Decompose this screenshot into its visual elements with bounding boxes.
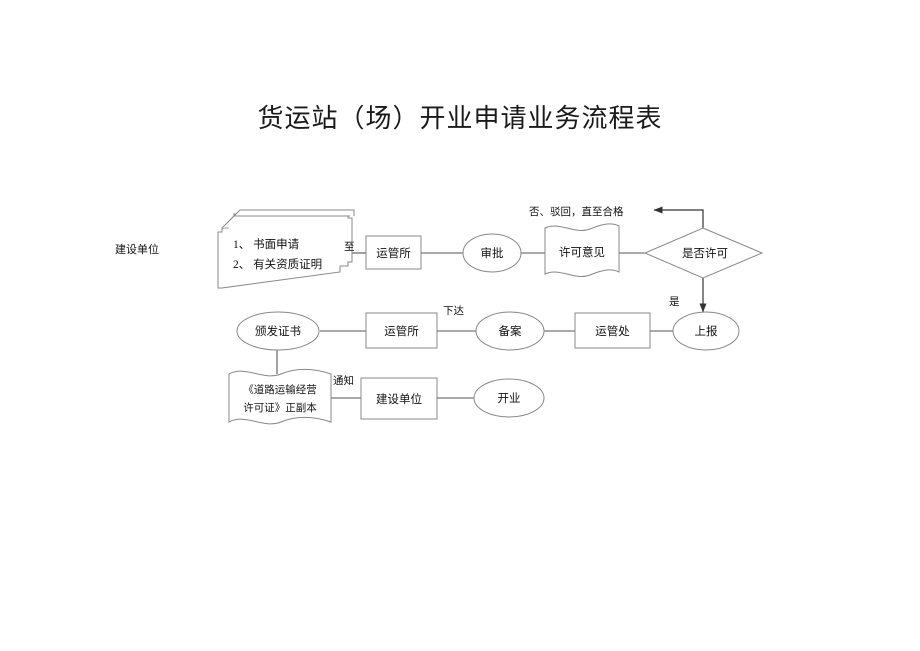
page-title: 货运站（场）开业申请业务流程表 (257, 104, 663, 133)
xukeyijian-label: 许可意见 (559, 245, 605, 259)
banfazhengshu-label: 颁发证书 (255, 324, 301, 338)
yunguanchu-label: 运管处 (595, 324, 630, 338)
shenpi-ellipse (462, 233, 522, 273)
swimlane-label-jianshedanwei: 建设单位 (115, 242, 159, 256)
edge-label-yes: 是 (669, 296, 680, 308)
apply-documents-stack-mid (221, 215, 350, 229)
node-beian[interactable]: 备案 (475, 311, 545, 351)
apply-documents-line-1: 1、 书面申请 (233, 238, 300, 251)
node-shenpi[interactable]: 审批 (462, 233, 522, 273)
node-license-banner[interactable]: 《道路运输经营 许可证》正副本 (228, 369, 332, 425)
license-banner-line-1: 《道路运输经营 (243, 383, 317, 396)
shenpi-label: 审批 (481, 246, 504, 260)
kaiye-label: 开业 (498, 392, 521, 405)
jianshedanwei-row3-box (360, 377, 438, 420)
node-shangbao[interactable]: 上报 (672, 311, 740, 351)
node-shifouxuke[interactable]: 是否许可 (643, 227, 764, 279)
yunguansuo-row1-box (365, 235, 422, 270)
beian-ellipse (475, 311, 545, 351)
beian-label: 备案 (499, 324, 522, 338)
yunguansuo-row1-label: 运管所 (376, 246, 411, 260)
license-banner-line-2: 许可证》正副本 (243, 401, 317, 414)
node-yunguanchu[interactable]: 运管处 (574, 312, 651, 349)
shangbao-label: 上报 (695, 324, 718, 338)
banfazhengshu-ellipse (236, 311, 320, 351)
node-jianshedanwei-row3[interactable]: 建设单位 (360, 377, 438, 420)
edge-label-tongzhi: 通知 (333, 374, 354, 387)
yunguansuo-row2-label: 运管所 (384, 324, 419, 338)
shifouxuke-label: 是否许可 (682, 247, 728, 260)
xukeyijian-banner (544, 223, 620, 277)
node-yunguansuo-row2[interactable]: 运管所 (365, 312, 438, 349)
edge-label-zhi: 至 (344, 241, 355, 253)
connector-reject-feedback (653, 206, 704, 228)
apply-documents-line-2: 2、 有关资质证明 (233, 257, 322, 271)
node-yunguansuo-row1[interactable]: 运管所 (365, 235, 422, 270)
shangbao-ellipse (672, 311, 740, 351)
shifouxuke-diamond (643, 227, 764, 279)
edge-label-xiada: 下达 (443, 305, 464, 317)
yunguansuo-row2-box (365, 312, 438, 349)
yunguanchu-box (574, 312, 651, 349)
kaiye-ellipse (473, 378, 545, 418)
node-banfazhengshu[interactable]: 颁发证书 (236, 311, 320, 351)
node-kaiye[interactable]: 开业 (473, 378, 545, 418)
jianshedanwei-row3-label: 建设单位 (376, 392, 422, 406)
edge-label-reject: 否、驳回，直至合格 (529, 205, 624, 218)
node-xukeyijian[interactable]: 许可意见 (544, 223, 620, 277)
license-banner-outline (228, 369, 332, 425)
node-apply-documents[interactable]: 1、 书面申请 2、 有关资质证明 (217, 209, 355, 289)
